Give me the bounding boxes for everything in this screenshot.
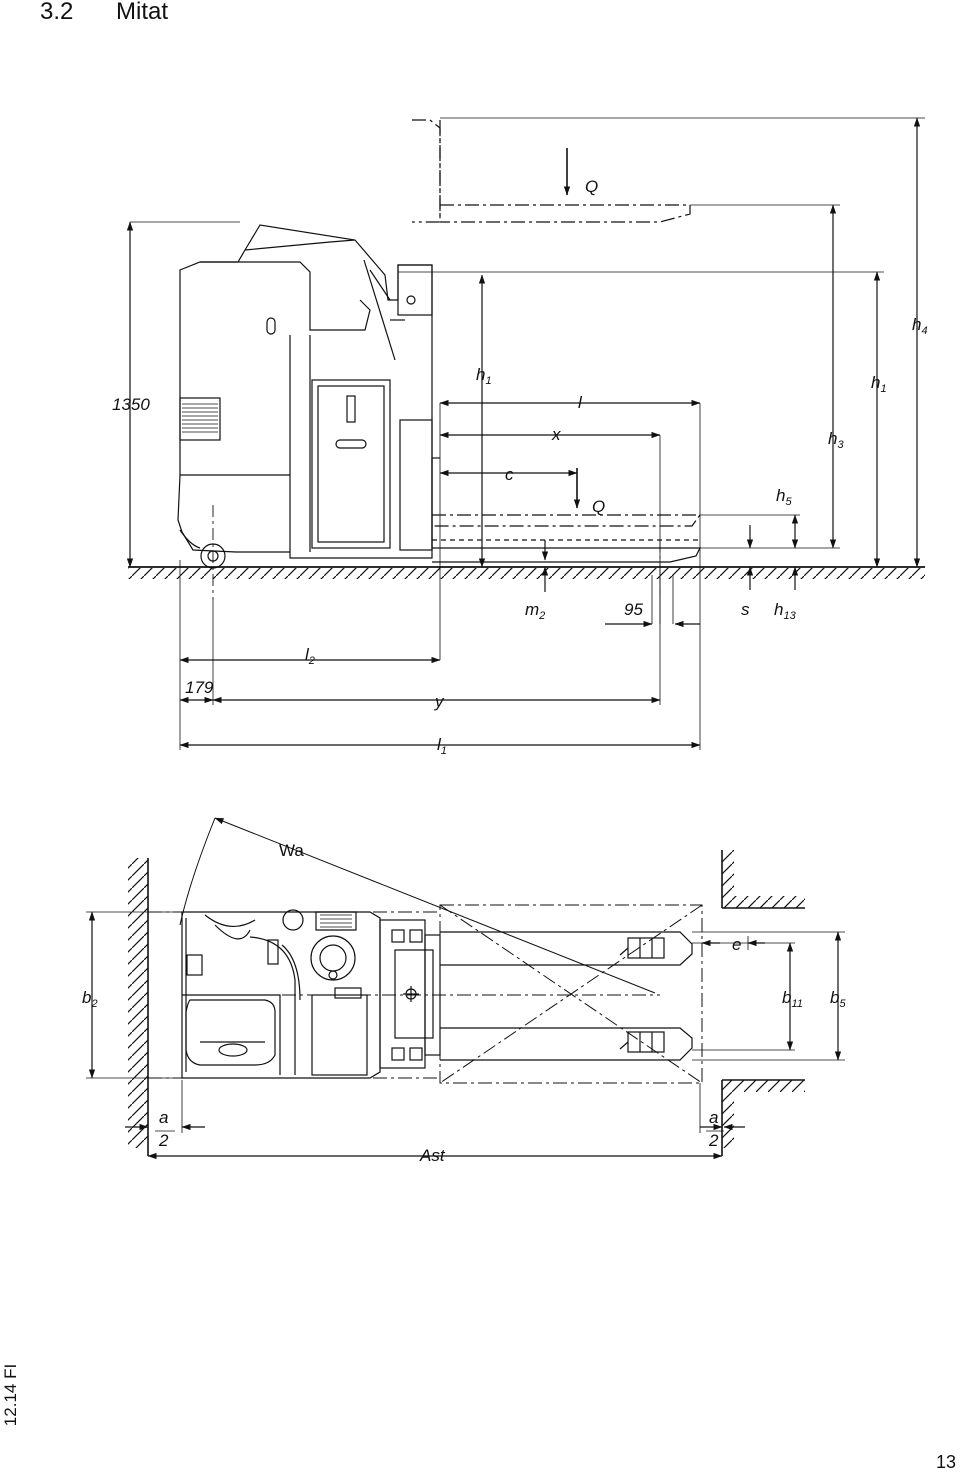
label-Wa: Wa bbox=[279, 841, 304, 860]
label-h4: h4 bbox=[912, 315, 928, 337]
label-l1: l1 bbox=[437, 735, 447, 757]
forks-top bbox=[440, 931, 693, 1061]
label-h5: h5 bbox=[776, 486, 792, 508]
label-y: y bbox=[434, 692, 445, 711]
label-m2: m2 bbox=[525, 600, 545, 622]
section-title-text: Mitat bbox=[116, 0, 169, 25]
side-view-labels: Q Q 1350 h1 h1 h3 h4 h5 h13 l x c m2 95 … bbox=[112, 177, 928, 757]
label-179: 179 bbox=[185, 678, 214, 697]
top-view bbox=[86, 817, 845, 1160]
label-l: l bbox=[578, 393, 583, 412]
label-Q-top: Q bbox=[585, 177, 598, 196]
forks-raised bbox=[412, 119, 691, 223]
side-view bbox=[126, 117, 925, 750]
label-s: s bbox=[741, 600, 750, 619]
label-b2: b2 bbox=[82, 988, 98, 1010]
document-code: 12.14 FI bbox=[1, 1363, 20, 1427]
label-Ast: Ast bbox=[419, 1146, 446, 1165]
label-h1-left: h1 bbox=[476, 365, 492, 387]
page-number: 13 bbox=[935, 1452, 956, 1472]
label-Q-lower: Q bbox=[592, 497, 605, 516]
label-95: 95 bbox=[624, 600, 643, 619]
truck-top-body bbox=[181, 909, 441, 1079]
label-a-left-den: 2 bbox=[158, 1131, 169, 1150]
section-title: 3.2 Mitat bbox=[40, 0, 168, 26]
label-h13: h13 bbox=[774, 600, 797, 622]
top-view-labels: Wa b2 e b11 b5 a 2 a 2 Ast bbox=[82, 841, 846, 1165]
label-1350: 1350 bbox=[112, 395, 150, 414]
label-e: e bbox=[732, 935, 741, 954]
label-a-left: a bbox=[159, 1108, 168, 1127]
aisle-walls bbox=[128, 850, 805, 1156]
forks-lowered bbox=[431, 457, 702, 563]
label-h3: h3 bbox=[828, 429, 844, 451]
label-l2: l2 bbox=[305, 645, 315, 667]
pallet-outline bbox=[148, 904, 703, 1084]
label-c: c bbox=[505, 465, 514, 484]
label-h1-right: h1 bbox=[871, 373, 887, 395]
label-a-right: a bbox=[709, 1108, 718, 1127]
label-b5: b5 bbox=[830, 988, 846, 1010]
label-a-right-den: 2 bbox=[708, 1131, 719, 1150]
truck-body bbox=[177, 224, 433, 569]
label-b11: b11 bbox=[782, 988, 803, 1010]
label-x: x bbox=[551, 425, 561, 444]
ground-line bbox=[128, 566, 925, 579]
section-number: 3.2 bbox=[40, 0, 74, 25]
